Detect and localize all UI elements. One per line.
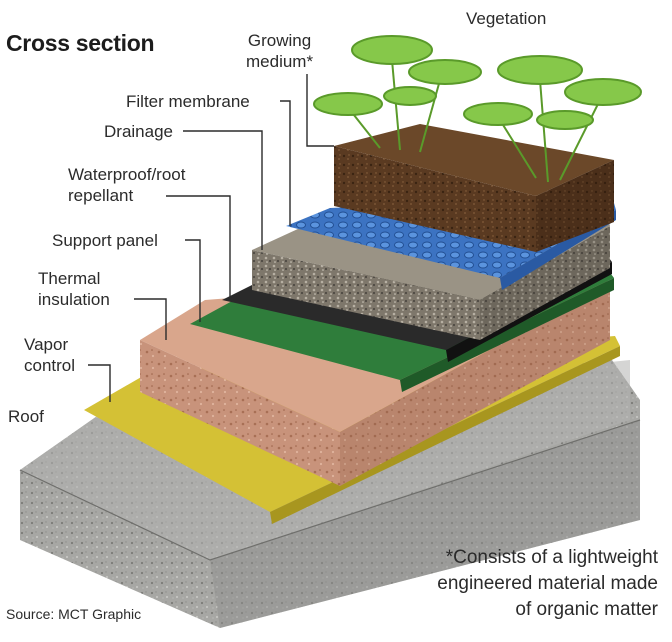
label-thermal-insulation: Thermal insulation <box>38 268 110 310</box>
footnote: *Consists of a lightweight engineered ma… <box>437 545 658 623</box>
label-filter-membrane: Filter membrane <box>126 91 250 112</box>
label-growing-medium: Growing medium* <box>246 30 313 72</box>
label-drainage: Drainage <box>104 121 173 142</box>
leader-vapor <box>88 365 110 402</box>
leader-waterproof <box>166 196 230 298</box>
label-vegetation: Vegetation <box>466 8 546 29</box>
label-vapor-control: Vapor control <box>24 334 75 376</box>
diagram-title: Cross section <box>6 30 154 57</box>
label-roof: Roof <box>8 406 44 427</box>
leader-filter-membrane <box>280 101 290 226</box>
leader-drainage <box>183 131 262 250</box>
label-support-panel: Support panel <box>52 230 158 251</box>
source-credit: Source: MCT Graphic <box>6 606 141 622</box>
label-waterproof-root-repellant: Waterproof/root repellant <box>68 164 185 206</box>
